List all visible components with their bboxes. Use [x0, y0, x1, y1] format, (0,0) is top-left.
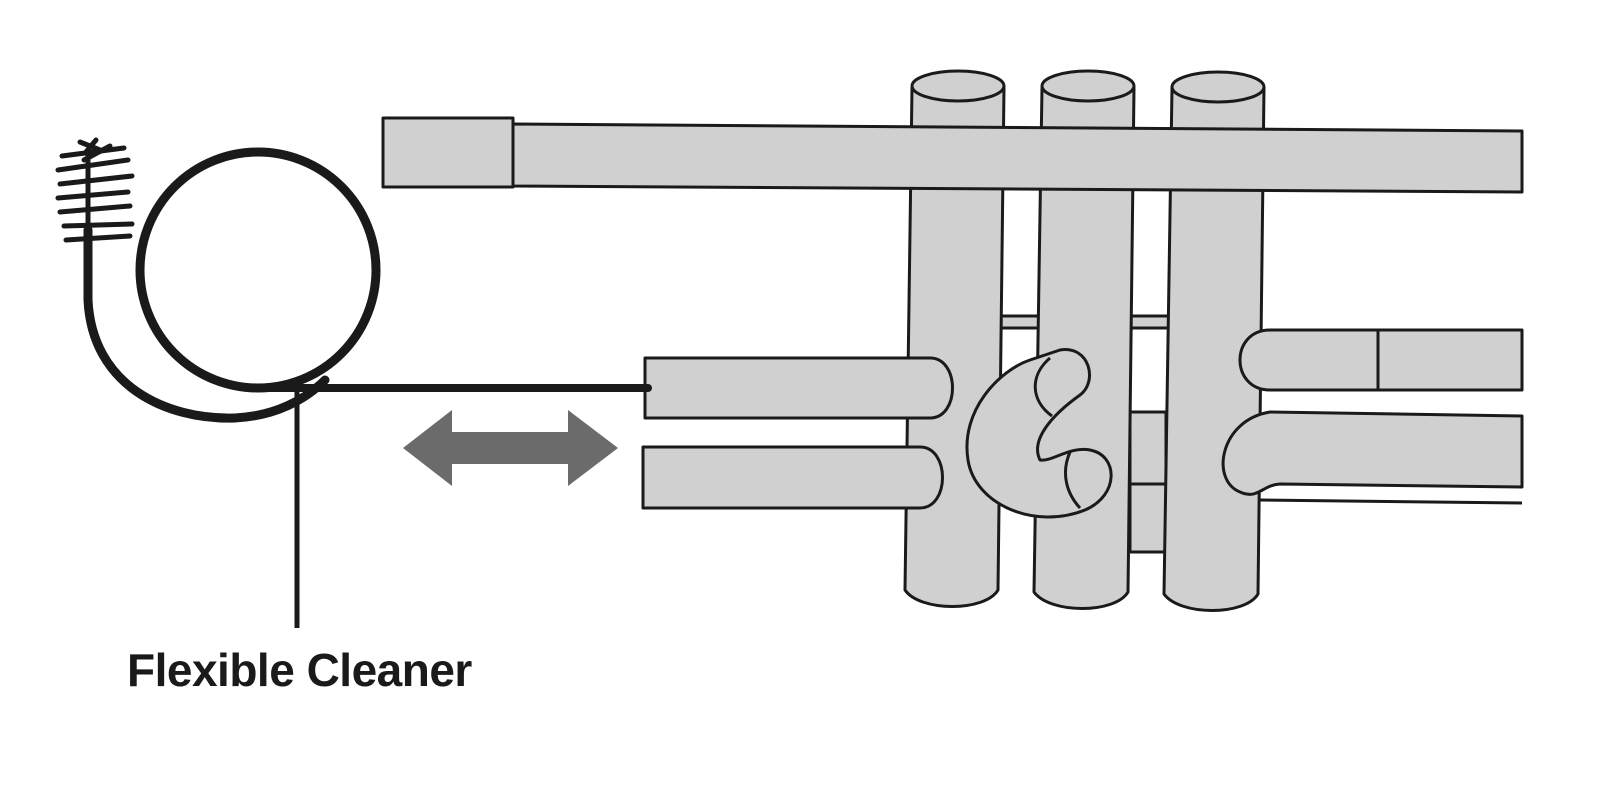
flexible-cleaner-label: Flexible Cleaner: [127, 644, 472, 696]
valve-brace-lower-2: [1128, 482, 1168, 554]
cleaner-coil-loop: [135, 147, 381, 393]
cleaner-bristle-head: [55, 137, 135, 243]
slide-tube-upper: [643, 356, 954, 420]
right-tube-upper: [1238, 328, 1524, 392]
double-arrow-icon: [403, 410, 618, 486]
valve-crook: [965, 348, 1113, 519]
leadpipe: [381, 116, 1524, 194]
flexible-cleaner-brush-icon: [55, 137, 652, 423]
leadpipe-receiver: [381, 116, 515, 189]
valve-brace-lower-1: [1128, 410, 1168, 486]
trumpet-valve-section: [381, 69, 1524, 612]
slide-tube-lower: [641, 445, 944, 510]
right-tube-lower: [1221, 410, 1524, 505]
